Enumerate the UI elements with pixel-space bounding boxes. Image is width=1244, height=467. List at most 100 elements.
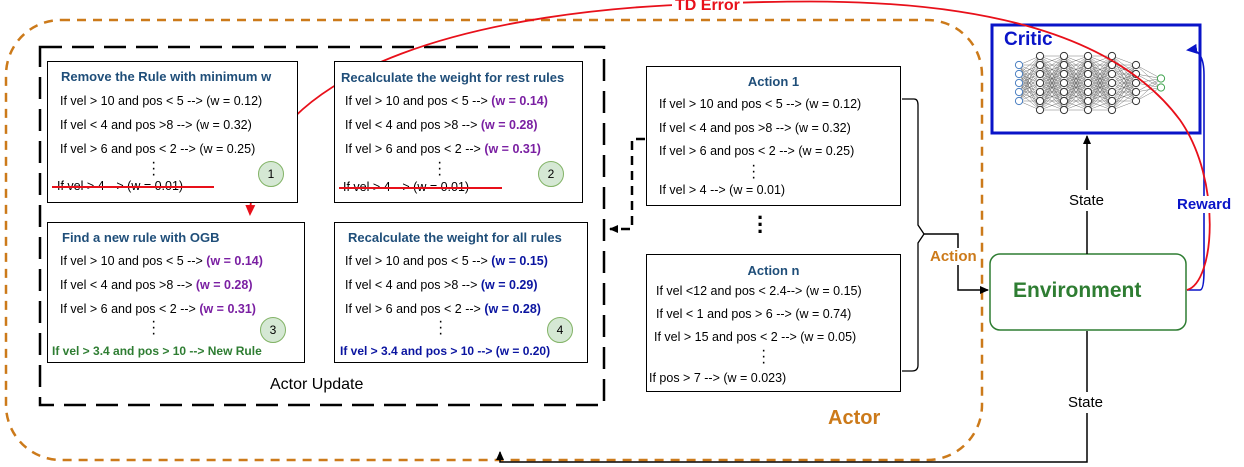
step-box-recalc-rest: Recalculate the weight for rest rules If… <box>334 61 583 203</box>
nn-edge <box>1063 55 1089 66</box>
nn-node <box>1083 51 1093 61</box>
new-rule-line: If vel > 3.4 and pos > 10 --> (w = 0.20) <box>340 344 551 358</box>
nn-edge <box>1111 82 1137 111</box>
nn-edge <box>1111 100 1137 111</box>
nn-edge <box>1018 73 1041 102</box>
actor-update-label: Actor Update <box>270 376 364 393</box>
nn-node <box>1107 78 1117 88</box>
nn-edge <box>1135 78 1162 84</box>
nn-edge <box>1087 55 1113 84</box>
step-box-remove: Remove the Rule with minimum w If vel > … <box>47 61 298 203</box>
action-bracket <box>902 98 925 372</box>
box-title: Remove the Rule with minimum w <box>61 69 272 84</box>
rule-line: If vel < 4 and pos >8 --> (w = 0.32) <box>60 118 252 132</box>
nn-node <box>1156 83 1166 92</box>
nn-node <box>1059 96 1069 106</box>
nn-node <box>1035 96 1045 106</box>
nn-node <box>1131 96 1141 106</box>
rule-line: If vel > 6 and pos < 2 --> (w = 0.25) <box>60 142 256 156</box>
rule-line: If vel < 4 and pos >8 --> (w = 0.28) <box>60 278 253 292</box>
actor-container <box>4 18 984 462</box>
nn-edge <box>1135 87 1162 102</box>
nn-edge <box>1063 82 1089 111</box>
step-box-find-new: Find a new rule with OGB If vel > 10 and… <box>47 222 305 363</box>
nn-node <box>1035 60 1045 70</box>
nn-edge <box>1087 91 1113 111</box>
rule-line: If vel > 6 and pos < 2 --> (w = 0.31) <box>60 302 256 316</box>
nn-edge <box>1063 55 1089 102</box>
nn-node <box>1035 87 1045 97</box>
nn-node <box>1107 69 1117 79</box>
nn-edge <box>1039 82 1065 111</box>
nn-node <box>1035 69 1045 79</box>
step-badge: 1 <box>258 161 284 187</box>
nn-node <box>1059 105 1069 115</box>
rule-line: If vel > 6 and pos < 2 --> (w = 0.31) <box>345 142 541 156</box>
box-title: Find a new rule with OGB <box>62 230 220 245</box>
nn-edge <box>1087 82 1113 111</box>
nn-node <box>1107 105 1117 115</box>
reward-label: Reward <box>1175 196 1234 213</box>
nn-edge <box>1063 73 1089 111</box>
nn-edge <box>1111 64 1137 75</box>
nn-node <box>1083 78 1093 88</box>
box-title: Recalculate the weight for rest rules <box>341 70 565 85</box>
nn-edge <box>1039 55 1065 84</box>
action-1-box: Action 1 If vel > 10 and pos < 5 --> (w … <box>646 66 901 206</box>
nn-node <box>1014 78 1024 88</box>
nn-node <box>1059 78 1069 88</box>
rule-line: If vel < 4 and pos >8 --> (w = 0.29) <box>345 278 538 292</box>
actions-ellipsis: ··· <box>757 205 765 244</box>
nn-node <box>1131 78 1141 88</box>
nn-edge <box>1039 73 1065 111</box>
environment-box <box>989 253 1187 331</box>
nn-edge <box>1111 64 1137 93</box>
nn-edge <box>1018 55 1041 84</box>
nn-node <box>1014 87 1024 97</box>
rule-line: If vel > 6 and pos < 2 --> (w = 0.28) <box>345 302 541 316</box>
nn-edge <box>1018 55 1041 93</box>
strike-line <box>339 187 502 189</box>
nn-edge <box>1135 64 1162 79</box>
nn-node <box>1083 96 1093 106</box>
nn-node <box>1156 74 1166 83</box>
nn-node <box>1014 60 1024 70</box>
ellipsis-dots: ··· <box>438 313 444 342</box>
box-title: Recalculate the weight for all rules <box>348 230 562 245</box>
rule-line: If vel > 10 and pos < 5 --> (w = 0.12) <box>659 97 862 111</box>
rule-line: If vel <12 and pos < 2.4--> (w = 0.15) <box>656 284 862 298</box>
nn-edge <box>1087 73 1113 111</box>
nn-node <box>1107 87 1117 97</box>
actor-label: Actor <box>828 407 881 429</box>
nn-edge <box>1111 91 1137 111</box>
td-error-label: TD Error <box>672 0 743 15</box>
rule-line: If vel > 10 and pos < 5 --> (w = 0.14) <box>60 254 263 268</box>
nn-node <box>1035 78 1045 88</box>
nn-edge <box>1087 100 1113 111</box>
rule-line: If vel > 4 --> (w = 0.01) <box>659 183 786 197</box>
nn-edge <box>1039 55 1065 66</box>
nn-node <box>1083 105 1093 115</box>
neural-net-icon <box>1014 51 1166 115</box>
rule-line: If vel < 1 and pos > 6 --> (w = 0.74) <box>656 307 852 321</box>
nn-edge <box>1018 64 1041 102</box>
nn-node <box>1131 60 1141 70</box>
action-n-box: Action n If vel <12 and pos < 2.4--> (w … <box>646 254 901 392</box>
step-badge: 3 <box>260 317 286 343</box>
rule-line: If vel > 10 and pos < 5 --> (w = 0.12) <box>60 94 263 108</box>
nn-edge <box>1039 64 1065 111</box>
nn-edge <box>1087 55 1113 102</box>
nn-edge <box>1039 91 1065 111</box>
nn-node <box>1083 87 1093 97</box>
step-box-recalc-all: Recalculate the weight for all rules If … <box>334 222 588 363</box>
critic-label: Critic <box>1004 29 1053 50</box>
step-badge: 4 <box>547 317 573 343</box>
nn-edge <box>1018 55 1041 75</box>
nn-edge <box>1039 100 1065 111</box>
rule-line: If vel > 10 and pos < 5 --> (w = 0.15) <box>345 254 548 268</box>
nn-edge <box>1063 91 1089 111</box>
nn-edge <box>1111 55 1137 66</box>
nn-node <box>1014 96 1024 106</box>
rule-line: If vel > 10 and pos < 5 --> (w = 0.14) <box>345 94 548 108</box>
